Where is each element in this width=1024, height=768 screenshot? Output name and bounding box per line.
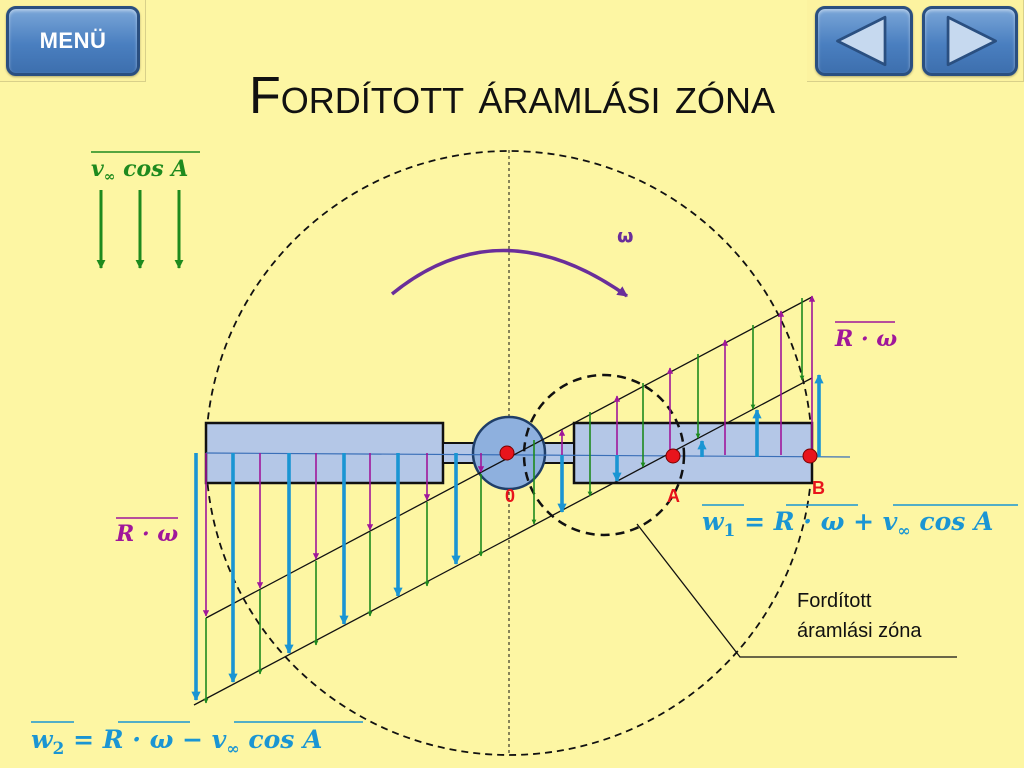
point-b [802,448,818,464]
triangle-right-icon [946,15,997,67]
point-b-label: B [812,478,825,498]
v-inf-arrows-right [531,298,805,525]
point-a-label: A [667,486,680,506]
right-blade [572,421,814,485]
r-omega-arrows-left [202,453,485,617]
point-o-label: 0 [505,486,515,506]
triangle-left-icon [836,15,887,67]
free-stream-arrows [96,190,184,269]
prev-button[interactable] [815,6,913,76]
omega-label: ω [617,225,634,247]
menu-button[interactable]: MENÜ [6,6,140,76]
r-omega-right-label: R · ω [834,326,897,352]
w1-formula: w1 = R · ω + v∞ cos A [702,507,993,541]
page-title: Fordított áramlási zóna [248,67,776,125]
point-a [665,448,681,464]
blade-axis-line [205,452,851,458]
point-o [499,445,515,461]
right-hub-arm [541,442,575,464]
r-omega-left-label: R · ω [115,521,178,547]
v-inf-arrows-left [203,474,484,704]
w2-formula: w2 = R · ω − v∞ cos A [31,725,322,759]
v-inf-formula: v∞ cos A [91,156,188,185]
left-hub-arm [442,442,476,464]
zone-label-line2: áramlási zóna [797,620,922,642]
zone-label-line1: Fordított [797,590,872,612]
next-button[interactable] [922,6,1018,76]
zone-leader-line [636,523,957,658]
envelope-line-lower [193,377,813,706]
reversed-flow-circle [522,373,686,537]
w1-arrows-right [557,374,824,513]
r-omega-arrows-right [558,295,816,455]
rotation-arrow [390,248,629,298]
w2-arrows-left [191,453,461,701]
